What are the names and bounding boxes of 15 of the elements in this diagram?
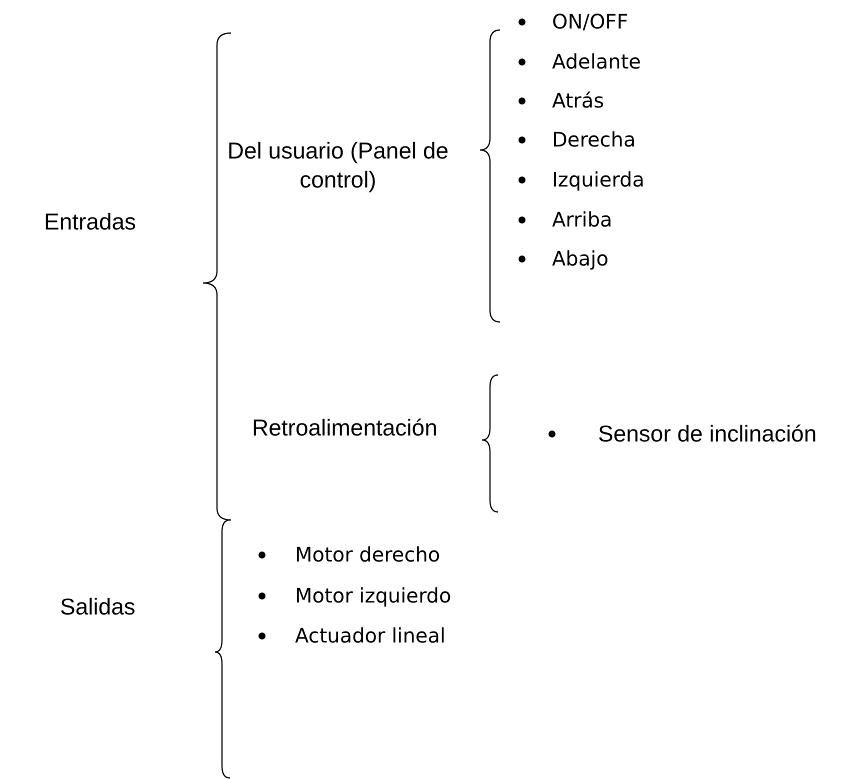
label-text: Derecha bbox=[552, 128, 636, 152]
label-text: Arriba bbox=[552, 208, 612, 232]
label-text: Adelante bbox=[552, 50, 641, 74]
label-text: Abajo bbox=[552, 246, 608, 272]
label-text: Motor izquierdo bbox=[295, 584, 452, 608]
label-text: Atrás bbox=[552, 88, 604, 114]
label-text: Retroalimentación bbox=[252, 414, 438, 442]
label-text: ON/OFF bbox=[552, 10, 628, 34]
label-text: Sensor de inclinación bbox=[598, 420, 817, 448]
label-text: Entradas bbox=[44, 208, 136, 236]
label-text: Izquierda bbox=[552, 168, 644, 192]
label-text: Motor derecho bbox=[295, 542, 440, 568]
label-text: Actuador lineal bbox=[295, 624, 446, 648]
label-text: Salidas bbox=[60, 592, 136, 622]
label-text: Del usuario (Panel de control) bbox=[226, 136, 450, 194]
